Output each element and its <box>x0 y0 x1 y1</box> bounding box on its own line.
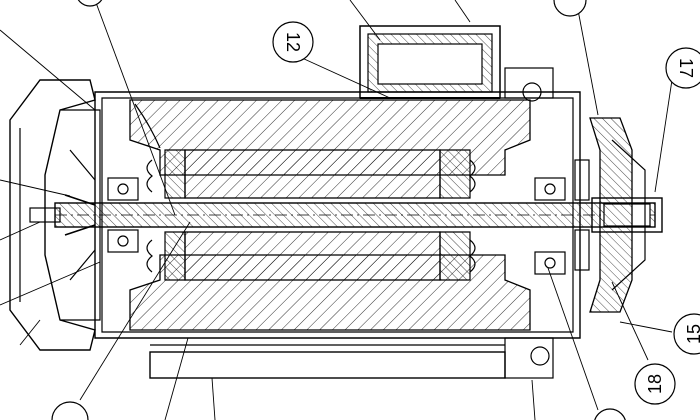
callout-15-label: 15 <box>684 324 700 344</box>
callout-12: 12 <box>272 21 314 63</box>
fan-cover <box>9 79 101 351</box>
shaft <box>29 197 663 233</box>
leader-lines <box>0 0 673 420</box>
callout-18-label: 18 <box>645 374 665 394</box>
callout-15: 15 <box>673 313 700 355</box>
edge-balloons <box>51 0 626 420</box>
callout-12-label: 12 <box>283 32 303 52</box>
callout-18: 18 <box>634 363 676 405</box>
pulley <box>574 117 646 313</box>
terminal-box <box>359 25 501 99</box>
callout-17-label: 17 <box>676 58 696 78</box>
rotor-core <box>146 149 476 281</box>
callout-17: 17 <box>665 47 700 89</box>
bearings <box>107 177 566 275</box>
